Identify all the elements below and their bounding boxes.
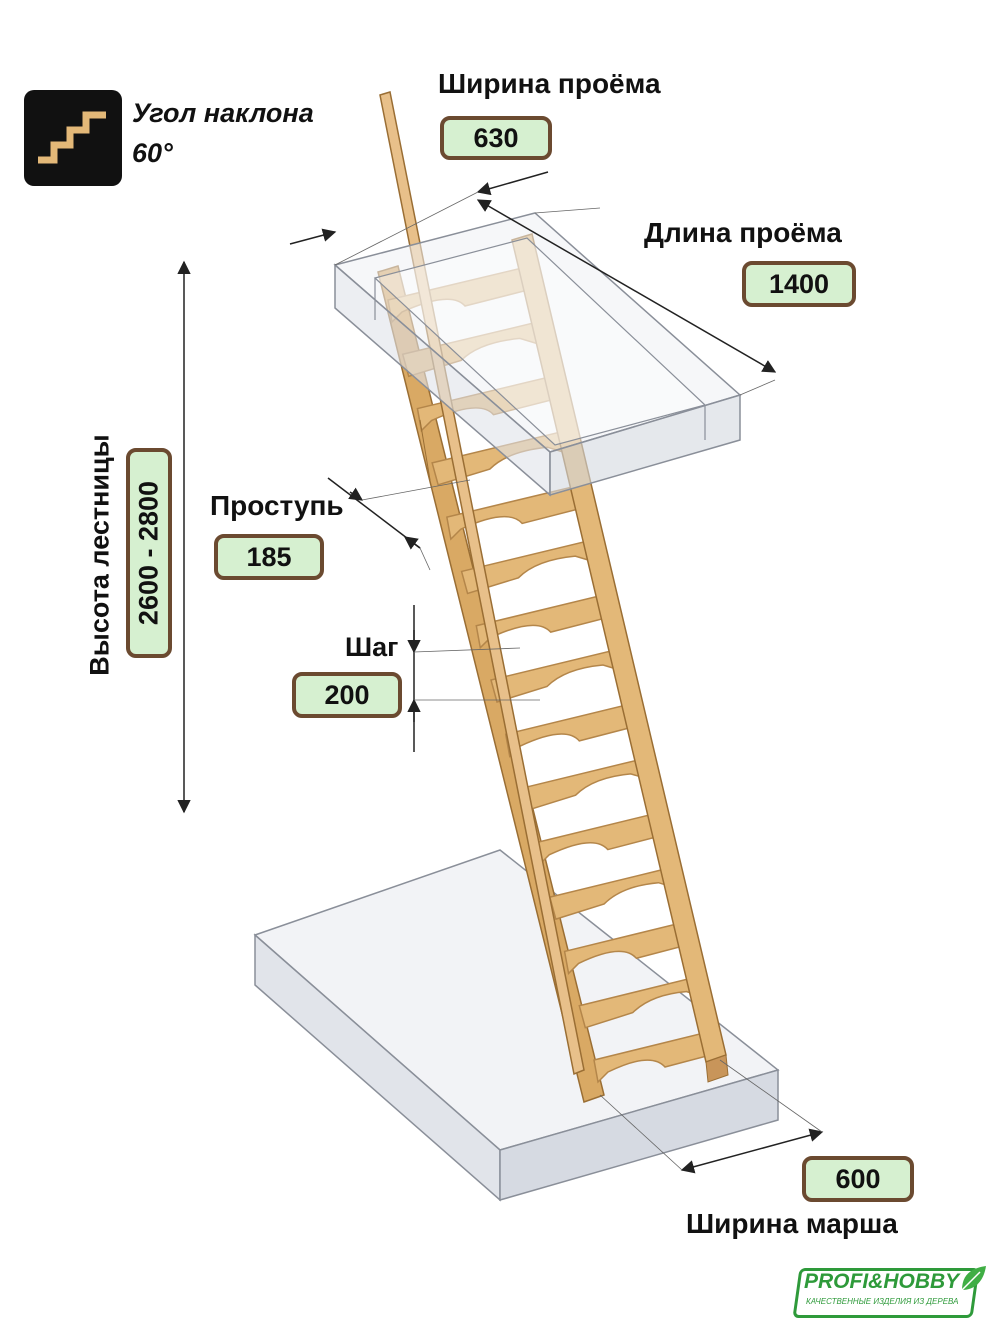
- brand-logo: PROFI&HOBBY КАЧЕСТВЕННЫЕ ИЗДЕЛИЯ ИЗ ДЕРЕ…: [790, 1264, 988, 1324]
- tread: [445, 484, 585, 541]
- logo-text: PROFI&HOBBY: [804, 1270, 960, 1293]
- stair-height-label: Высота лестницы: [84, 434, 115, 676]
- tread: [504, 702, 640, 758]
- tread: [519, 756, 652, 812]
- stair-height-value: 2600 - 2800: [126, 448, 172, 658]
- tread: [460, 539, 597, 595]
- tread-value: 185: [214, 534, 324, 580]
- leaf-icon: [961, 1266, 986, 1291]
- logo-tagline: КАЧЕСТВЕННЫЕ ИЗДЕЛИЯ ИЗ ДЕРЕВА: [806, 1297, 959, 1306]
- opening-length-label: Длина проёма: [644, 217, 842, 248]
- dimension-lines: [177, 171, 824, 1174]
- tread: [490, 648, 624, 703]
- tread: [548, 865, 680, 921]
- angle-label: Угол наклона: [132, 98, 314, 128]
- stairs-icon: [24, 90, 122, 186]
- angle-value: 60°: [132, 138, 173, 168]
- opening-width-value: 630: [440, 116, 552, 160]
- opening-width-label: Ширина проёма: [438, 68, 661, 99]
- tread: [563, 920, 696, 975]
- flight-width-label: Ширина марша: [686, 1208, 898, 1239]
- step-value: 200: [292, 672, 402, 718]
- tread: [534, 811, 668, 867]
- tread: [593, 1029, 723, 1084]
- flight-width-value: 600: [802, 1156, 914, 1202]
- floor-slab: [253, 849, 780, 1202]
- opening-length-value: 1400: [742, 261, 856, 307]
- tread-label: Проступь: [210, 490, 344, 521]
- step-label: Шаг: [345, 632, 399, 662]
- ceiling-opening: [333, 212, 742, 497]
